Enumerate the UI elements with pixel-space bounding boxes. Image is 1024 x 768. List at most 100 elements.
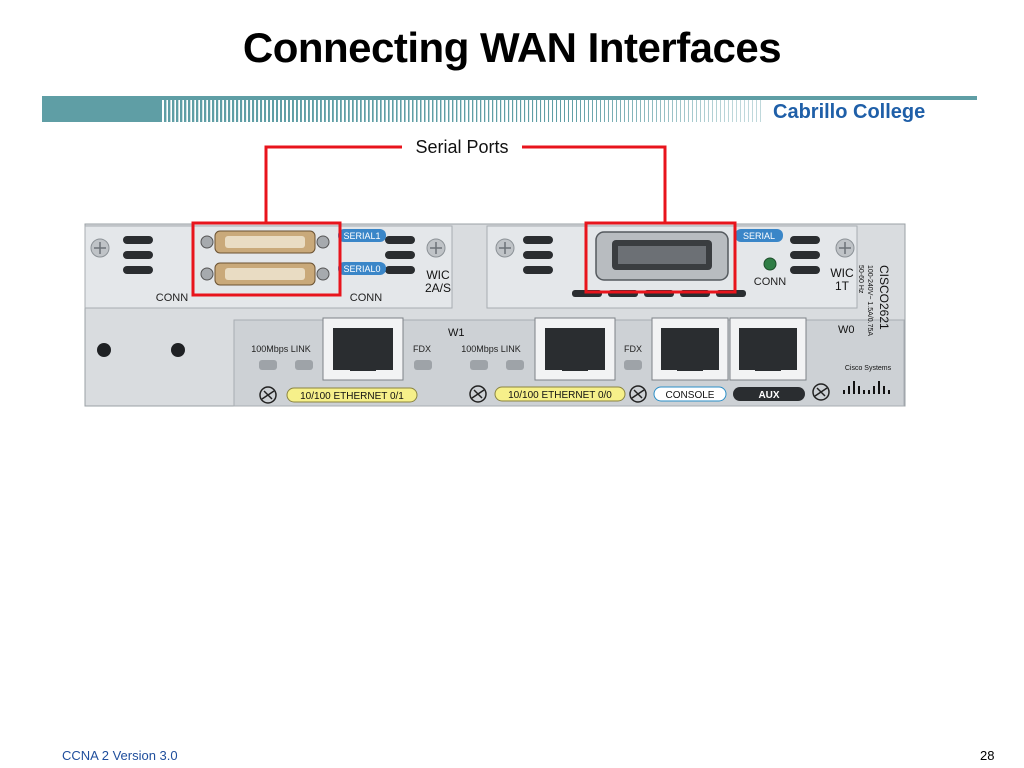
banner-stripe [596, 100, 597, 122]
svg-text:50-60 Hz: 50-60 Hz [857, 265, 864, 294]
link-led-label: 100Mbps LINK [251, 344, 311, 354]
ground-symbol-icon [469, 385, 487, 403]
banner-stripe [628, 100, 629, 122]
wic-label: WIC [830, 266, 854, 280]
smart-serial-port[interactable] [595, 231, 729, 281]
banner-stripe [212, 100, 215, 122]
callout-line-left [264, 145, 402, 223]
svg-text:SERIAL0: SERIAL0 [343, 264, 380, 274]
banner-stripe [620, 100, 621, 122]
status-led [763, 257, 777, 271]
banner-stripe [444, 100, 446, 122]
banner-stripe [652, 100, 653, 122]
banner-stripe [204, 100, 207, 122]
banner-stripe [456, 100, 458, 122]
console-port[interactable] [651, 317, 729, 381]
callout-line-right [522, 145, 667, 223]
banner-stripe [396, 100, 398, 122]
banner-stripe [468, 100, 470, 122]
banner-stripe [340, 100, 342, 122]
ethernet-0-0-badge: 10/100 ETHERNET 0/0 [494, 386, 626, 402]
banner-stripe [308, 100, 310, 122]
banner-stripe [448, 100, 450, 122]
banner-stripe [540, 100, 542, 122]
banner-stripe [460, 100, 462, 122]
banner-stripe [412, 100, 414, 122]
svg-text:Cisco Systems: Cisco Systems [845, 365, 892, 372]
fdx-led-label: FDX [624, 344, 642, 354]
banner-stripe [320, 100, 322, 122]
ethernet-0-0-port[interactable] [534, 317, 616, 381]
banner-stripe [588, 100, 589, 122]
banner-stripe [548, 100, 550, 122]
aux-badge: AUX [733, 387, 805, 401]
banner-stripe [332, 100, 334, 122]
serial1-port[interactable] [200, 230, 330, 254]
banner-stripe [488, 100, 490, 122]
banner-stripe [584, 100, 585, 122]
screw-icon [835, 238, 855, 258]
banner-stripe [680, 100, 681, 122]
banner-stripe [232, 100, 235, 122]
banner-stripes [164, 100, 761, 122]
banner-stripe [256, 100, 259, 122]
banner-stripe [408, 100, 410, 122]
slot-label-w0: W0 [838, 324, 855, 336]
banner-stripe [244, 100, 247, 122]
banner-stripe [660, 100, 661, 122]
banner-stripe [184, 100, 187, 122]
banner-stripe [200, 100, 203, 122]
banner-stripe [344, 100, 346, 122]
banner-stripe [196, 100, 199, 122]
banner-stripe [168, 100, 171, 122]
serial1-badge: SERIAL1 [338, 229, 386, 242]
banner-stripe [240, 100, 243, 122]
banner-stripe [224, 100, 227, 122]
ground-symbol-icon [259, 386, 277, 404]
banner-stripe [496, 100, 498, 122]
banner-stripe [664, 100, 665, 122]
banner-stripe [624, 100, 625, 122]
conn-label: CONN [350, 292, 382, 304]
banner-stripe [500, 100, 502, 122]
svg-text:AUX: AUX [758, 390, 779, 401]
banner-stripe [528, 100, 530, 122]
banner-stripe [356, 100, 358, 122]
mount-hole [97, 343, 111, 357]
banner-stripe [676, 100, 677, 122]
serial0-port[interactable] [200, 262, 330, 286]
banner-stripe [260, 100, 263, 122]
wic-label: 2A/S [425, 281, 451, 295]
banner-stripe [416, 100, 418, 122]
banner-stripe [404, 100, 406, 122]
banner-stripe [612, 100, 613, 122]
slot-label-w1: W1 [448, 327, 465, 339]
banner-stripe [700, 100, 701, 122]
banner-stripe [600, 100, 601, 122]
banner-stripe [688, 100, 689, 122]
banner-stripe [524, 100, 526, 122]
banner-stripe [292, 100, 294, 122]
ethernet-0-1-badge: 10/100 ETHERNET 0/1 [286, 387, 418, 403]
decorative-banner [42, 96, 977, 122]
banner-stripe [512, 100, 514, 122]
banner-stripe [364, 100, 366, 122]
banner-stripe [380, 100, 382, 122]
banner-stripe [632, 100, 633, 122]
banner-stripe [604, 100, 605, 122]
banner-stripe [440, 100, 442, 122]
fdx-led-label: FDX [413, 344, 431, 354]
banner-stripe [236, 100, 239, 122]
ground-symbol-icon [812, 383, 830, 401]
screw-icon [495, 238, 515, 258]
banner-stripe [164, 100, 167, 122]
brand-logo-text: Cabrillo College [773, 101, 926, 123]
ethernet-0-1-port[interactable] [322, 317, 404, 381]
banner-stripe [516, 100, 518, 122]
banner-stripe [192, 100, 195, 122]
banner-stripe [552, 100, 554, 122]
banner-stripe [252, 100, 255, 122]
aux-port[interactable] [729, 317, 807, 381]
banner-stripe [312, 100, 314, 122]
ground-symbol-icon [629, 385, 647, 403]
